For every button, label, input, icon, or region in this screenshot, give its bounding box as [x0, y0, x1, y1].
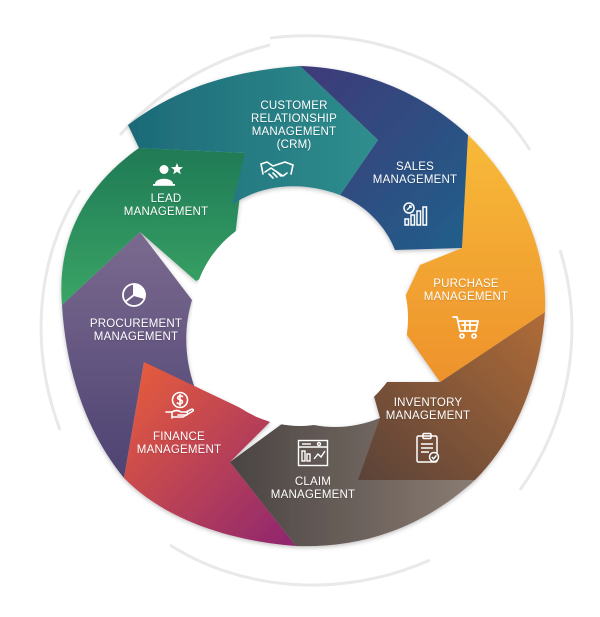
segment-procurement — [62, 232, 205, 478]
segment-finance — [124, 362, 296, 546]
handshake-icon — [260, 161, 294, 179]
label-procurement: PROCUREMENT MANAGEMENT — [89, 318, 183, 343]
shopping-cart-icon — [452, 316, 479, 339]
segment-lead — [61, 148, 246, 305]
label-crm: CUSTOMER RELATIONSHIP MANAGEMENT (CRM) — [251, 100, 337, 151]
segment-inventory — [358, 312, 545, 480]
clipboard-check-icon — [416, 432, 440, 463]
person-star-icon — [153, 163, 183, 186]
segment-sales — [300, 66, 468, 250]
label-inventory: INVENTORY MANAGEMENT — [385, 397, 471, 422]
segment-crm — [128, 66, 378, 205]
center-hole — [192, 210, 408, 426]
label-lead: LEAD MANAGEMENT — [123, 193, 209, 218]
report-chart-icon — [297, 439, 329, 467]
growth-chart-icon — [403, 202, 428, 226]
outer-swoosh-lines — [39, 34, 574, 587]
label-purchase: PURCHASE MANAGEMENT — [423, 278, 509, 303]
segment-purchase — [395, 135, 546, 382]
pie-chart-icon — [122, 283, 146, 307]
money-hand-icon — [165, 391, 195, 419]
label-sales: SALES MANAGEMENT — [372, 161, 458, 186]
label-finance: FINANCE MANAGEMENT — [136, 431, 222, 456]
label-claim: CLAIM MANAGEMENT — [270, 476, 356, 501]
